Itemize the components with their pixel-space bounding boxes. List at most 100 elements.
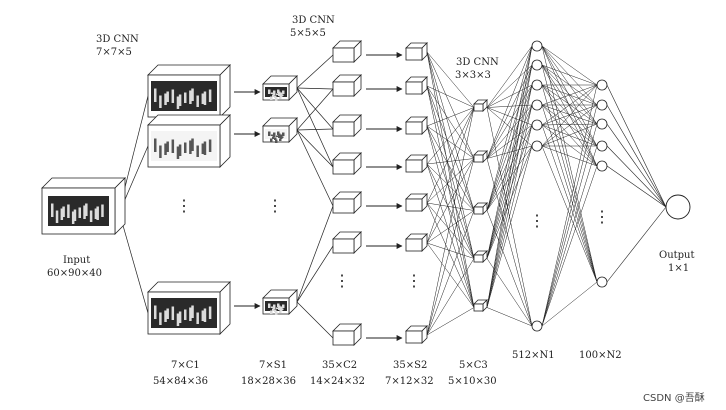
s1-feature-map-figure: [278, 133, 281, 138]
s1-size: 18×28×36: [241, 376, 296, 387]
c1-feature-map-figure: [203, 308, 207, 322]
edge-c3-n1: [486, 104, 533, 259]
c1-label: 7×C1: [171, 360, 200, 371]
edge-c3-n1: [486, 45, 533, 108]
edge-n1-n2: [541, 145, 598, 167]
c1-feature-map-figure: [154, 305, 157, 319]
c1-feature-map-figure: [178, 94, 182, 106]
edge-c3-n1: [486, 145, 533, 211]
edge-s2-c3: [426, 242, 475, 259]
edge-s2-c3: [426, 210, 475, 244]
c1-block-top: [147, 281, 231, 293]
edge-n1-n2: [541, 145, 598, 327]
edge-n1-n2: [541, 104, 598, 125]
edge-n1-n2: [541, 123, 598, 126]
c3-size: 5×10×30: [448, 376, 497, 387]
edge-n1-n2: [541, 104, 598, 283]
input-video-frame-figure: [78, 207, 81, 218]
edge-s2-c3: [426, 158, 475, 244]
cnn1-title: 3D CNN: [96, 34, 139, 45]
s2-block: [405, 233, 428, 252]
c1-feature-map-figure: [208, 306, 212, 319]
s2-block: [405, 154, 428, 173]
c1-feature-map-figure: [196, 312, 199, 324]
n2-neuron: [596, 118, 608, 130]
edge-s1-c2: [296, 88, 334, 131]
edge-s2-c3: [426, 125, 475, 159]
s1-feature-map-bg: [265, 129, 287, 139]
c3-block-front: [473, 254, 484, 263]
edge-c3-n1: [486, 64, 533, 108]
edge-s1-c2: [296, 87, 334, 90]
edge-c3-n1: [486, 124, 533, 308]
edge-s1-c2: [296, 205, 334, 303]
ellipsis-markers: ⋮⋮⋮⋮⋮⋮: [176, 196, 610, 290]
edge-s2-c3: [426, 242, 475, 308]
edge-s2-c3: [426, 202, 475, 259]
edge-n2-output: [606, 165, 667, 208]
s1-feature-map-figure: [277, 303, 280, 307]
c1-feature-map-figure: [166, 91, 169, 102]
c1-feature-map-figure: [201, 93, 205, 104]
c1-feature-map-figure: [154, 88, 157, 102]
input-video-frame-figure: [83, 205, 86, 219]
c1-feature-map-figure: [166, 308, 169, 319]
edge-s2-c3: [426, 202, 475, 211]
c2-label: 35×C2: [322, 360, 358, 371]
c1-feature-map-figure: [191, 88, 194, 101]
edge-n1-n2: [541, 124, 598, 167]
edge-c3-n1: [486, 307, 533, 327]
edge-c3-n1: [486, 64, 533, 308]
ellipsis-marker: ⋮: [529, 211, 545, 230]
edge-n1-n2: [541, 45, 598, 283]
feature-map-blocks: [41, 40, 488, 346]
c2-block-front: [332, 121, 355, 137]
edge-s1-c2: [296, 87, 334, 168]
edge-n1-n2: [541, 64, 598, 125]
input-video-frame-figure: [96, 206, 99, 220]
input-video-frame-figure: [60, 208, 64, 220]
c2-block-front: [332, 330, 355, 346]
s1-feature-map-figure: [274, 95, 277, 98]
c1-feature-map: [151, 131, 217, 161]
input-video-frame-figure: [62, 206, 65, 217]
c1-feature-map-figure: [191, 138, 194, 151]
c3-block: [473, 202, 488, 215]
c1-feature-map-figure: [189, 307, 192, 321]
c1-feature-map-figure: [203, 91, 207, 105]
ellipsis-marker: ⋮: [594, 207, 610, 226]
s2-block: [405, 116, 428, 135]
s1-feature-map-figure: [280, 92, 283, 97]
edge-s2-c3: [426, 107, 475, 165]
c2-block: [332, 152, 362, 175]
c1-feature-map-figure: [201, 143, 205, 154]
s1-feature-map-figure: [268, 131, 271, 136]
s2-block: [405, 76, 428, 95]
c2-block: [332, 74, 362, 97]
edge-s2-c3: [426, 125, 475, 308]
s1-feature-map: [265, 301, 287, 315]
edge-s2-c3: [426, 85, 475, 108]
c3-label: 5×C3: [459, 360, 488, 371]
edge-s2-c3: [426, 107, 475, 244]
s1-feature-map-bg: [265, 301, 287, 311]
s1-feature-map-figure: [272, 136, 275, 139]
c2-block: [332, 114, 362, 137]
n2-neuron: [596, 99, 608, 111]
input-video-frame-figure: [67, 204, 70, 218]
s2-block-front: [405, 121, 423, 135]
cnn3-kernel: 3×3×3: [455, 70, 491, 81]
s2-block-front: [405, 330, 423, 344]
s1-feature-map-figure: [270, 310, 273, 314]
edge-n1-n2: [541, 281, 598, 327]
output-size: 1×1: [668, 263, 690, 274]
s1-feature-map-figure: [279, 96, 282, 99]
ellipsis-marker: ⋮: [334, 271, 350, 290]
edge-n1-n2: [541, 84, 598, 126]
c1-size: 54×84×36: [153, 376, 208, 387]
output-label: Output: [659, 250, 695, 261]
n1-neuron: [531, 320, 543, 332]
input-video-frame-figure: [73, 209, 77, 221]
edge-n1-n2: [541, 124, 598, 283]
cnn3-title: 3D CNN: [456, 57, 499, 68]
